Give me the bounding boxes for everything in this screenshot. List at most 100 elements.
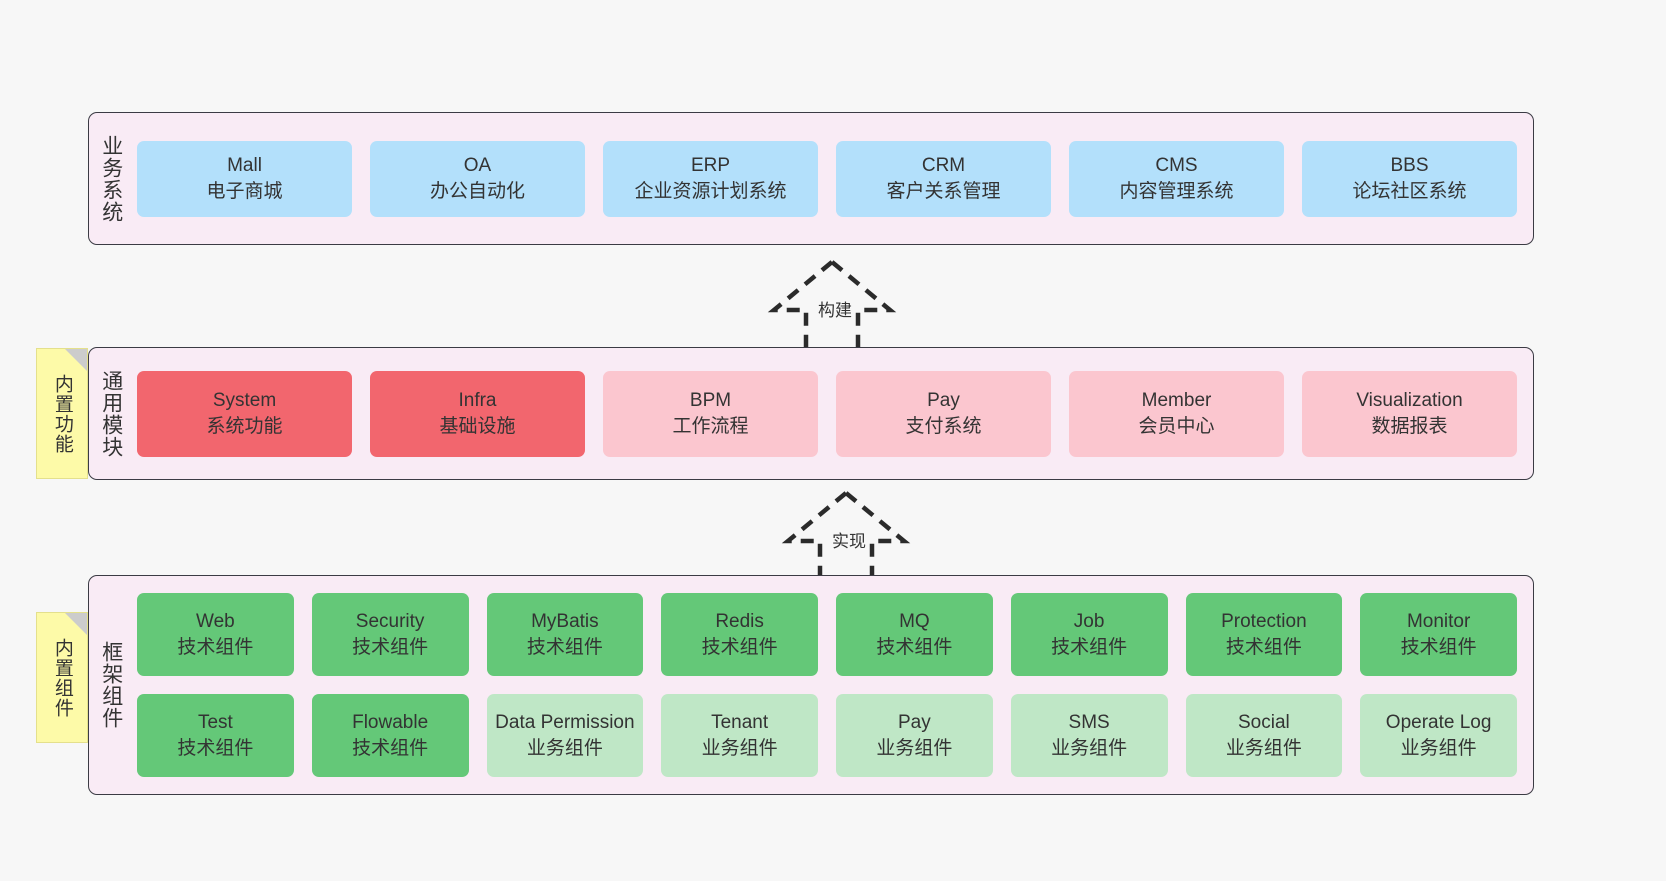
card-title: MyBatis	[531, 611, 599, 633]
card-title: Pay	[898, 712, 931, 734]
card-subtitle: 业务组件	[876, 737, 953, 759]
layer-row: System 系统功能 Infra 基础设施 BPM 工作流程 Pay 支付系统…	[137, 370, 1517, 457]
card-title: Test	[197, 712, 233, 734]
layer-label-framework: 框架组件	[99, 641, 123, 729]
card-member[interactable]: Member 会员中心	[1069, 370, 1284, 457]
card-data-permission[interactable]: Data Permission 业务组件	[486, 694, 644, 777]
card-title: Social	[1238, 712, 1290, 734]
card-bbs[interactable]: BBS 论坛社区系统	[1302, 140, 1517, 217]
note-fold-icon	[65, 349, 87, 371]
card-subtitle: 办公自动化	[429, 180, 525, 202]
card-mybatis[interactable]: MyBatis 技术组件	[486, 593, 644, 676]
card-title: Protection	[1221, 611, 1307, 633]
layer-framework-components: 框架组件 Web 技术组件 Security 技术组件 MyBatis 技术组件…	[88, 575, 1534, 795]
card-subtitle: 系统功能	[206, 415, 283, 437]
card-title: Infra	[458, 390, 497, 412]
card-subtitle: 论坛社区系统	[1352, 180, 1467, 202]
card-title: OA	[463, 155, 492, 177]
card-title: Monitor	[1406, 611, 1471, 633]
connector-build: 构建	[752, 258, 912, 348]
card-oa[interactable]: OA 办公自动化	[370, 140, 585, 217]
card-title: BBS	[1390, 155, 1429, 177]
card-title: Flowable	[352, 712, 429, 734]
card-security[interactable]: Security 技术组件	[311, 593, 469, 676]
note-builtin-features: 内置功能	[36, 348, 88, 479]
card-subtitle: 工作流程	[672, 415, 749, 437]
card-sms[interactable]: SMS 业务组件	[1010, 694, 1168, 777]
card-subtitle: 技术组件	[177, 737, 254, 759]
card-title: System	[212, 390, 277, 412]
card-title: Visualization	[1356, 390, 1463, 412]
card-web[interactable]: Web 技术组件	[137, 593, 294, 676]
card-title: Pay	[927, 390, 960, 412]
card-subtitle: 支付系统	[905, 415, 982, 437]
card-visualization[interactable]: Visualization 数据报表	[1302, 370, 1517, 457]
card-erp[interactable]: ERP 企业资源计划系统	[603, 140, 818, 217]
note-builtin-components: 内置组件	[36, 612, 88, 743]
card-subtitle: 会员中心	[1138, 415, 1215, 437]
card-title: CRM	[921, 155, 966, 177]
card-subtitle: 业务组件	[1051, 737, 1128, 759]
layer-body-module: System 系统功能 Infra 基础设施 BPM 工作流程 Pay 支付系统…	[133, 348, 1533, 479]
card-title: Data Permission	[495, 712, 635, 734]
card-subtitle: 内容管理系统	[1119, 180, 1234, 202]
layer-row: Test 技术组件 Flowable 技术组件 Data Permission …	[137, 694, 1517, 777]
card-redis[interactable]: Redis 技术组件	[661, 593, 818, 676]
card-protection[interactable]: Protection 技术组件	[1185, 593, 1343, 676]
card-subtitle: 业务组件	[1400, 737, 1477, 759]
layer-common-modules: 通用模块 System 系统功能 Infra 基础设施 BPM 工作流程 Pay…	[88, 347, 1534, 480]
layer-body-framework: Web 技术组件 Security 技术组件 MyBatis 技术组件 Redi…	[133, 576, 1533, 794]
card-title: Redis	[715, 611, 764, 633]
layer-row: Web 技术组件 Security 技术组件 MyBatis 技术组件 Redi…	[137, 593, 1517, 676]
card-monitor[interactable]: Monitor 技术组件	[1360, 593, 1517, 676]
card-subtitle: 技术组件	[1225, 636, 1302, 658]
card-subtitle: 基础设施	[439, 415, 516, 437]
card-mall[interactable]: Mall 电子商城	[137, 140, 352, 217]
layer-label-business: 业务系统	[99, 134, 123, 223]
card-subtitle: 业务组件	[1225, 737, 1302, 759]
note-label: 内置功能	[51, 373, 73, 454]
card-pay[interactable]: Pay 支付系统	[836, 370, 1051, 457]
connector-label-implement: 实现	[832, 532, 866, 551]
card-test[interactable]: Test 技术组件	[137, 694, 294, 777]
card-subtitle: 技术组件	[177, 636, 254, 658]
card-infra[interactable]: Infra 基础设施	[370, 370, 585, 457]
card-subtitle: 电子商城	[206, 180, 283, 202]
card-title: Mall	[227, 155, 262, 177]
card-social[interactable]: Social 业务组件	[1185, 694, 1343, 777]
card-subtitle: 数据报表	[1371, 415, 1448, 437]
card-subtitle: 业务组件	[701, 737, 778, 759]
card-subtitle: 技术组件	[1400, 636, 1477, 658]
note-fold-icon	[65, 613, 87, 635]
card-subtitle: 客户关系管理	[886, 180, 1001, 202]
card-title: ERP	[690, 155, 731, 177]
card-bpm[interactable]: BPM 工作流程	[603, 370, 818, 457]
dashed-generalization-arrow-icon	[767, 260, 897, 348]
card-title: BPM	[689, 390, 732, 412]
card-title: MQ	[899, 611, 930, 633]
card-subtitle: 技术组件	[1051, 636, 1128, 658]
card-job[interactable]: Job 技术组件	[1010, 593, 1168, 676]
card-subtitle: 技术组件	[526, 636, 603, 658]
connector-label-build: 构建	[818, 301, 852, 320]
card-cms[interactable]: CMS 内容管理系统	[1069, 140, 1284, 217]
layer-row: Mall 电子商城 OA 办公自动化 ERP 企业资源计划系统 CRM 客户关系…	[137, 140, 1517, 217]
card-title: Member	[1141, 390, 1212, 412]
card-title: Job	[1073, 611, 1105, 633]
card-subtitle: 业务组件	[526, 737, 603, 759]
card-tenant[interactable]: Tenant 业务组件	[661, 694, 818, 777]
card-crm[interactable]: CRM 客户关系管理	[836, 140, 1051, 217]
card-subtitle: 技术组件	[701, 636, 778, 658]
card-operate-log[interactable]: Operate Log 业务组件	[1360, 694, 1517, 777]
layer-body-business: Mall 电子商城 OA 办公自动化 ERP 企业资源计划系统 CRM 客户关系…	[133, 113, 1533, 244]
card-title: SMS	[1068, 712, 1110, 734]
card-mq[interactable]: MQ 技术组件	[836, 593, 993, 676]
layer-business-systems: 业务系统 Mall 电子商城 OA 办公自动化 ERP 企业资源计划系统 CRM…	[88, 112, 1534, 245]
card-flowable[interactable]: Flowable 技术组件	[311, 694, 469, 777]
card-subtitle: 技术组件	[352, 636, 429, 658]
dashed-generalization-arrow-icon	[781, 491, 911, 579]
card-system[interactable]: System 系统功能	[137, 370, 352, 457]
card-pay-business[interactable]: Pay 业务组件	[836, 694, 993, 777]
note-label: 内置组件	[51, 637, 73, 718]
